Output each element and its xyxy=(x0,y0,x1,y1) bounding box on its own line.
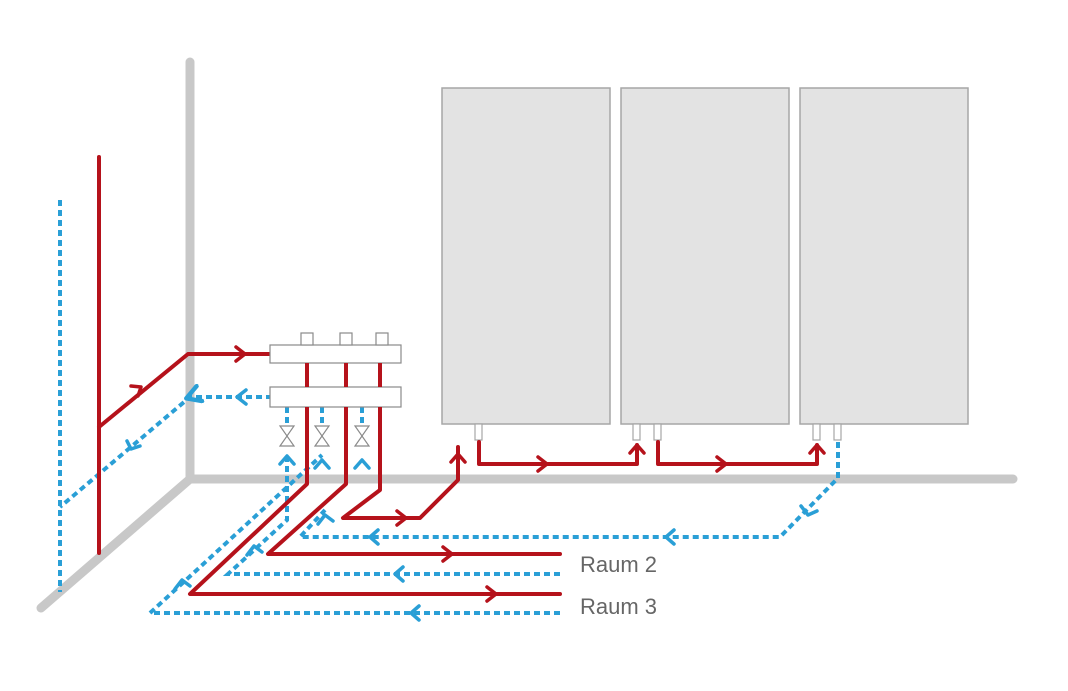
return-room-3 xyxy=(144,453,560,615)
return-feed-to-riser xyxy=(58,397,272,509)
valve-icon xyxy=(278,425,296,447)
radiator-3 xyxy=(799,87,969,425)
supply-radiator-2-to-3 xyxy=(656,440,819,466)
supply-manifold-bar xyxy=(269,344,402,364)
room-walls xyxy=(36,57,1018,613)
return-manifold-bar xyxy=(269,386,402,408)
manifold-caps xyxy=(300,332,389,346)
room-2-label: Raum 2 xyxy=(580,552,657,577)
valves xyxy=(278,425,371,447)
radiator-connectors xyxy=(474,423,842,441)
valve-icon xyxy=(313,425,331,447)
manifold xyxy=(269,332,402,490)
return-radiator-circuit xyxy=(295,442,840,539)
floor-diagonal-line xyxy=(36,474,195,613)
return-arrows xyxy=(125,388,819,622)
room-3-label: Raum 3 xyxy=(580,594,657,619)
valve-icon xyxy=(353,425,371,447)
supply-arrows xyxy=(129,345,826,603)
radiator-1 xyxy=(441,87,611,425)
supply-radiator-1-to-2 xyxy=(477,440,639,466)
radiator-2 xyxy=(620,87,790,425)
radiators xyxy=(441,87,969,441)
